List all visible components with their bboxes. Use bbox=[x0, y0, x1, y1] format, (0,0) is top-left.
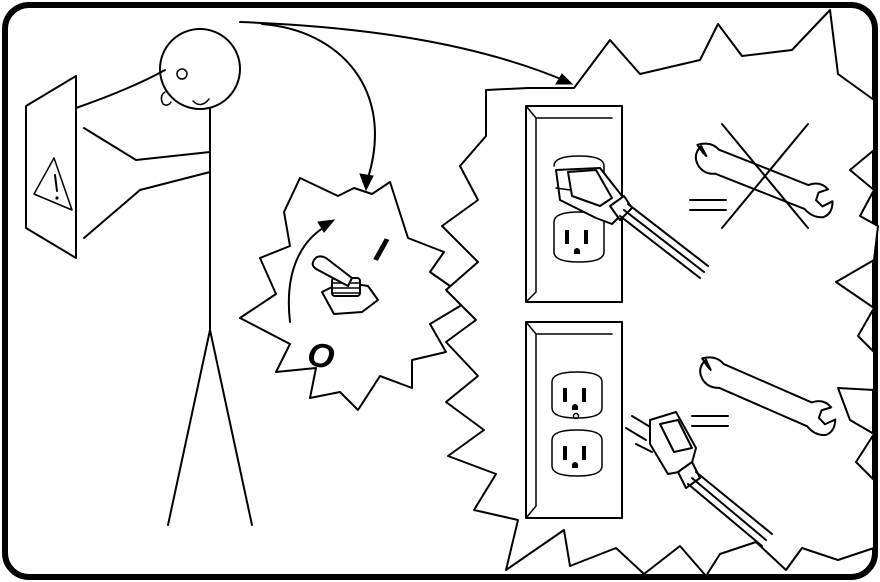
arrow-to-switch bbox=[261, 23, 376, 192]
wall-outlet-icon bbox=[551, 429, 603, 477]
switch-burst: I O bbox=[239, 177, 471, 411]
power-plug-inserted bbox=[555, 167, 709, 279]
figure-mouth bbox=[192, 98, 210, 106]
toggle-switch-icon bbox=[311, 255, 379, 315]
figure-head bbox=[159, 28, 241, 110]
crossed-out-wrench-icon bbox=[694, 123, 834, 229]
rotate-arrow bbox=[287, 219, 336, 323]
warning-sign-icon bbox=[33, 157, 73, 211]
wall-outlet-icon bbox=[551, 371, 603, 419]
equals-sign-icon bbox=[689, 199, 727, 211]
plug-comparison-burst bbox=[441, 9, 879, 577]
wall-outlet-icon bbox=[553, 211, 605, 263]
figure-eye bbox=[176, 68, 188, 80]
arrow-to-plug-panel bbox=[239, 21, 574, 85]
stick-figure bbox=[75, 28, 253, 526]
power-plug-icon bbox=[625, 411, 773, 547]
warning-sign-panel bbox=[25, 75, 77, 259]
equals-sign-icon bbox=[691, 415, 729, 427]
wrench-icon bbox=[699, 356, 837, 437]
wall-outlet-bottom bbox=[525, 321, 623, 519]
